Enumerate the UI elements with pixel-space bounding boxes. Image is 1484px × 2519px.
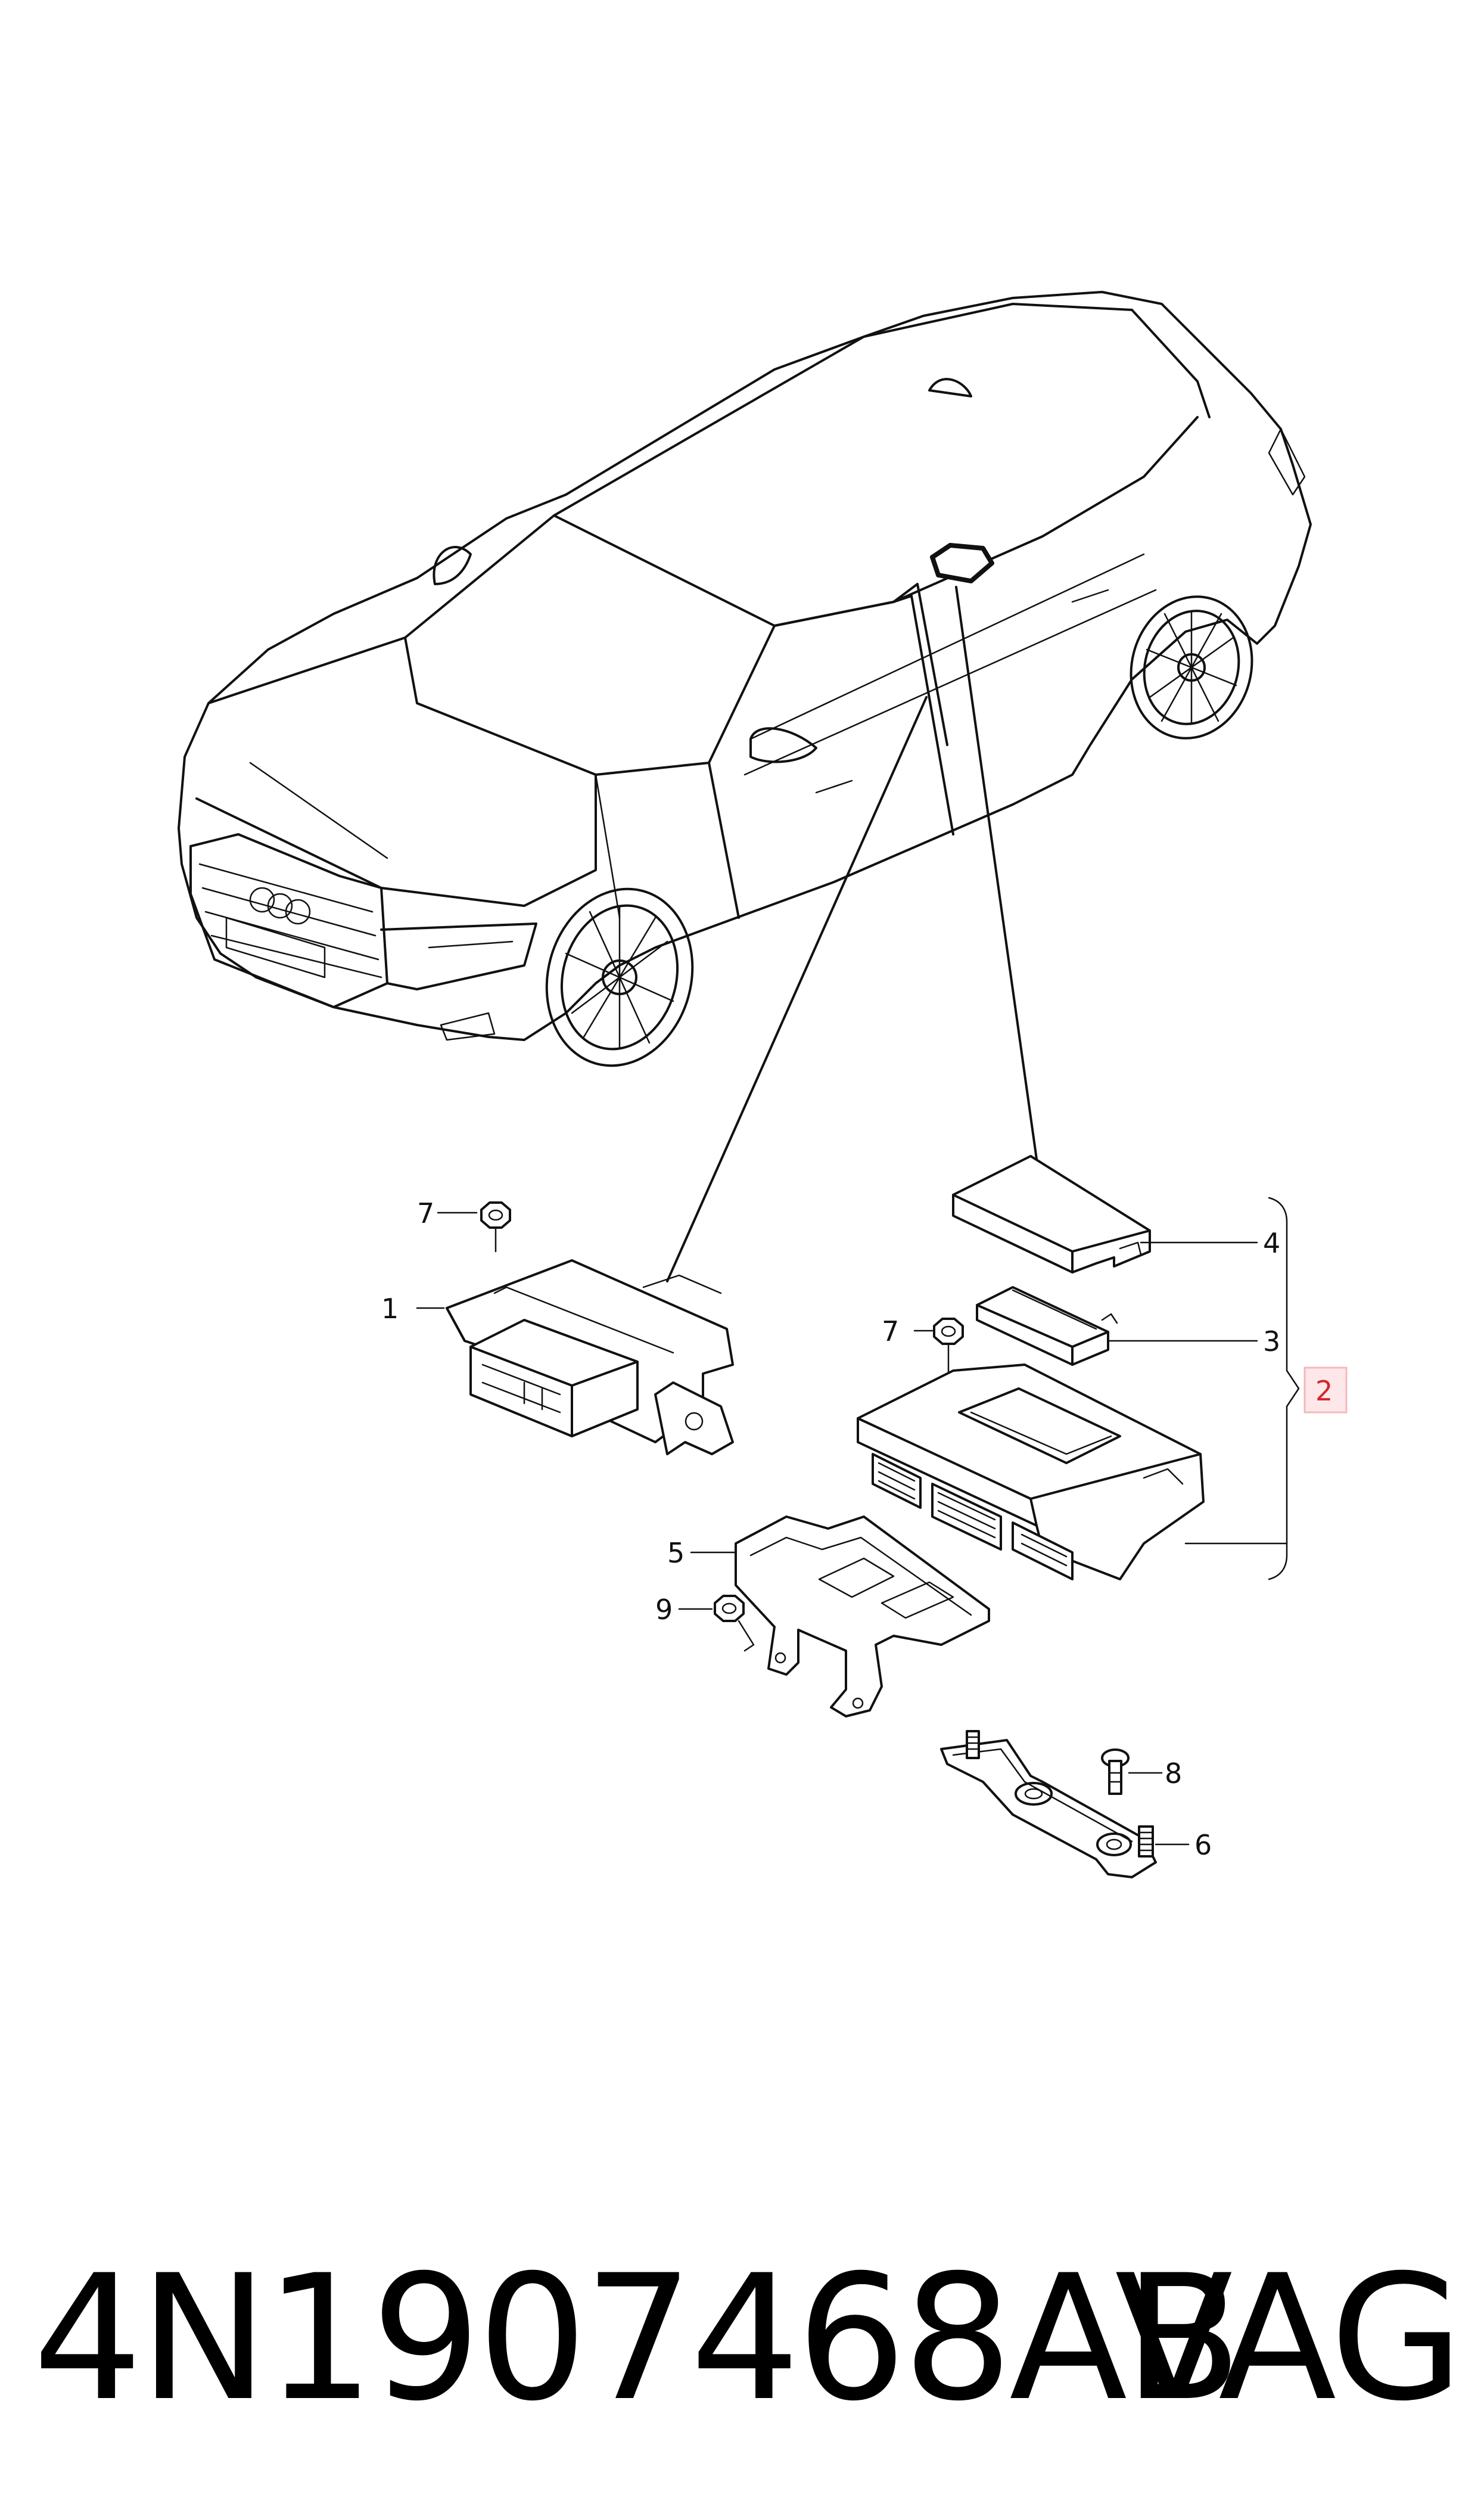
leader-line-part-1 bbox=[666, 696, 928, 1282]
callout-7-left: 7 bbox=[417, 1197, 434, 1229]
callout-5: 5 bbox=[667, 1537, 685, 1569]
callout-8: 8 bbox=[1165, 1757, 1182, 1790]
part-number-text: 4N1907468AB bbox=[33, 2238, 1242, 2439]
part-6-lower-plate bbox=[940, 1730, 1157, 1878]
callout-9: 9 bbox=[655, 1594, 673, 1626]
highlight-box-2 bbox=[1303, 1366, 1348, 1414]
part-5-mounting-bracket bbox=[714, 1515, 990, 1717]
callout-1: 1 bbox=[381, 1293, 399, 1325]
callout-4: 4 bbox=[1263, 1227, 1280, 1259]
group-bracket-2 bbox=[1268, 1197, 1300, 1580]
callout-7-right: 7 bbox=[882, 1315, 899, 1347]
part-2-main-control-unit bbox=[857, 1318, 1205, 1580]
callout-6: 6 bbox=[1194, 1829, 1212, 1861]
module-location-marker bbox=[930, 543, 994, 583]
part-3-circuit-board bbox=[976, 1286, 1118, 1366]
leader-line-part-2 bbox=[955, 586, 1038, 1160]
part-1-control-module bbox=[446, 1201, 734, 1455]
callout-2: 2 bbox=[1315, 1375, 1333, 1407]
part-4-module-housing-cover bbox=[952, 1155, 1151, 1274]
callout-3: 3 bbox=[1263, 1325, 1280, 1358]
car-illustration bbox=[178, 291, 1312, 1067]
brand-text: VAG bbox=[1115, 2238, 1464, 2439]
